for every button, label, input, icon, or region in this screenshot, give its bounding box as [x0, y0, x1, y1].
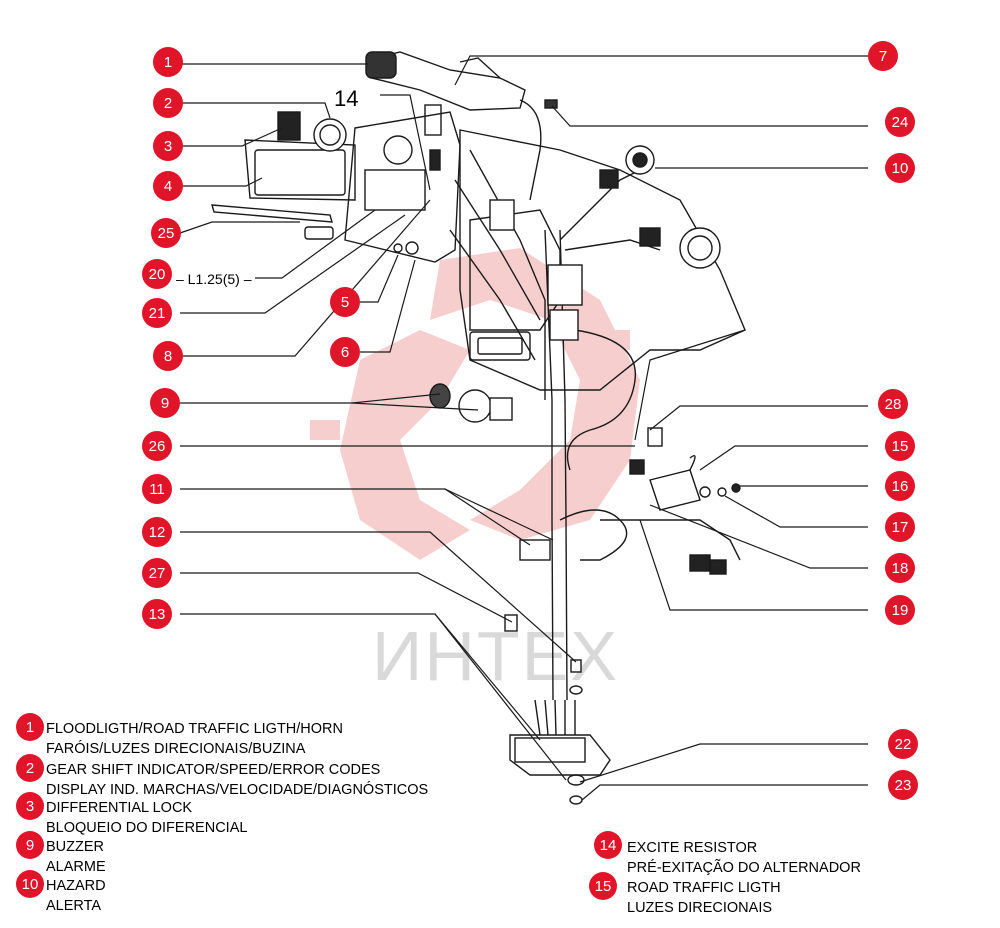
legend-item-line1: DIFFERENTIAL LOCK — [46, 800, 192, 816]
legend-item-line2: ALARME — [46, 859, 106, 875]
callout-badges: 1 2 3 4 25 20 21 8 5 6 9 26 11 12 27 13 … — [142, 41, 918, 800]
callout-number: 24 — [892, 114, 909, 131]
callout-number: 27 — [149, 565, 166, 582]
l125-label: – L1.25(5) – — [176, 271, 252, 287]
callout-number: 1 — [164, 54, 172, 71]
callout-number: 9 — [161, 395, 169, 412]
callout-23: 23 — [888, 770, 918, 800]
legend-number: 9 — [26, 837, 34, 854]
callout-number: 21 — [149, 305, 166, 322]
callout-16: 16 — [885, 471, 915, 501]
legend-item-line2: ALERTA — [46, 898, 101, 914]
callout-27: 27 — [142, 558, 172, 588]
callout-17: 17 — [885, 512, 915, 542]
callout-number: 11 — [149, 481, 165, 498]
part-14-label: 14 — [334, 86, 358, 111]
callout-3: 3 — [153, 131, 183, 161]
callout-number: 12 — [149, 524, 166, 541]
callout-number: 10 — [892, 160, 909, 177]
callout-6: 6 — [330, 337, 360, 367]
legend-item-line1: BUZZER — [46, 839, 104, 855]
callout-2: 2 — [153, 88, 183, 118]
callout-25: 25 — [151, 218, 181, 248]
callout-24: 24 — [885, 107, 915, 137]
callout-10: 10 — [885, 153, 915, 183]
legend-item-10: 10 HAZARD ALERTA — [16, 870, 106, 914]
callout-20: 20 — [142, 259, 172, 289]
callout-19: 19 — [885, 595, 915, 625]
callout-28: 28 — [878, 389, 908, 419]
callout-number: 5 — [341, 294, 349, 311]
callout-number: 8 — [164, 348, 172, 365]
legend-number: 1 — [26, 719, 34, 736]
legend-item-9: 9 BUZZER ALARME — [16, 831, 106, 875]
harness-drawing — [211, 51, 746, 805]
legend-left: 1 FLOODLIGTH/ROAD TRAFFIC LIGTH/HORN FAR… — [16, 713, 428, 914]
callout-11: 11 — [142, 474, 172, 504]
legend-item-15: 15 ROAD TRAFFIC LIGTH LUZES DIRECIONAIS — [589, 872, 781, 916]
callout-number: 13 — [149, 606, 166, 623]
legend-item-line1: GEAR SHIFT INDICATOR/SPEED/ERROR CODES — [46, 762, 380, 778]
legend-number: 2 — [26, 760, 34, 777]
legend-item-line1: HAZARD — [46, 878, 106, 894]
callout-18: 18 — [885, 553, 915, 583]
callout-number: 19 — [892, 602, 909, 619]
legend-item-line2: FARÓIS/LUZES DIRECIONAIS/BUZINA — [46, 740, 306, 757]
callout-13: 13 — [142, 599, 172, 629]
callout-number: 2 — [164, 95, 172, 112]
callout-number: 15 — [892, 438, 909, 455]
callout-number: 25 — [158, 225, 175, 242]
legend-number: 14 — [600, 837, 617, 854]
callout-number: 26 — [149, 438, 166, 455]
legend-right: 14 EXCITE RESISTOR PRÉ-EXITAÇÃO DO ALTER… — [589, 831, 861, 916]
callout-26: 26 — [142, 431, 172, 461]
legend-item-line2: LUZES DIRECIONAIS — [627, 900, 772, 916]
callout-7: 7 — [868, 41, 898, 71]
callout-number: 23 — [895, 777, 912, 794]
legend-item-1: 1 FLOODLIGTH/ROAD TRAFFIC LIGTH/HORN FAR… — [16, 713, 343, 757]
legend-item-line1: EXCITE RESISTOR — [627, 840, 757, 856]
callout-number: 28 — [885, 396, 902, 413]
callout-4: 4 — [153, 171, 183, 201]
legend-item-line1: ROAD TRAFFIC LIGTH — [627, 880, 781, 896]
callout-number: 6 — [341, 344, 349, 361]
legend-item-line2: DISPLAY IND. MARCHAS/VELOCIDADE/DIAGNÓST… — [46, 781, 428, 798]
callout-number: 18 — [892, 560, 909, 577]
legend-number: 15 — [595, 878, 612, 895]
callout-number: 22 — [895, 736, 912, 753]
callout-number: 16 — [892, 478, 909, 495]
callout-number: 17 — [892, 519, 909, 536]
watermark-text: ИНТЕХ — [372, 617, 619, 695]
leader-lines — [179, 55, 868, 801]
callout-number: 4 — [164, 178, 172, 195]
callout-9: 9 — [150, 388, 180, 418]
callout-22: 22 — [888, 729, 918, 759]
callout-8: 8 — [153, 341, 183, 371]
legend-number: 3 — [26, 798, 34, 815]
callout-number: 20 — [149, 266, 166, 283]
legend-item-line2: BLOQUEIO DO DIFERENCIAL — [46, 820, 247, 836]
legend-item-line1: FLOODLIGTH/ROAD TRAFFIC LIGTH/HORN — [46, 721, 343, 737]
callout-1: 1 — [153, 47, 183, 77]
callout-5: 5 — [330, 287, 360, 317]
callout-15: 15 — [885, 431, 915, 461]
legend-number: 10 — [22, 876, 39, 893]
callout-21: 21 — [142, 298, 172, 328]
callout-12: 12 — [142, 517, 172, 547]
legend-item-3: 3 DIFFERENTIAL LOCK BLOQUEIO DO DIFERENC… — [16, 792, 247, 836]
callout-number: 7 — [879, 48, 887, 65]
legend-item-14: 14 EXCITE RESISTOR PRÉ-EXITAÇÃO DO ALTER… — [594, 831, 861, 876]
legend-item-2: 2 GEAR SHIFT INDICATOR/SPEED/ERROR CODES… — [16, 754, 428, 798]
legend-item-line2: PRÉ-EXITAÇÃO DO ALTERNADOR — [627, 859, 861, 876]
callout-number: 3 — [164, 138, 172, 155]
